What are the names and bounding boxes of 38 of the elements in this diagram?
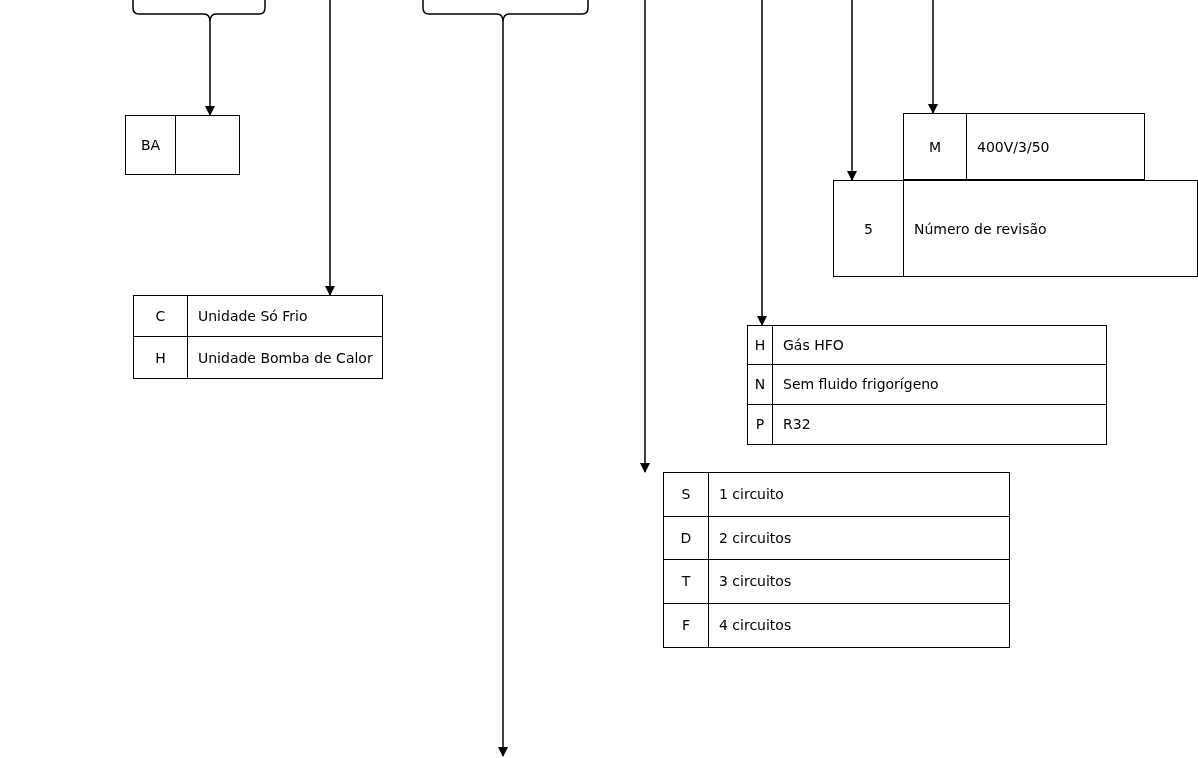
bracket — [422, 0, 589, 23]
description-text: 1 circuito — [719, 486, 784, 503]
code-letter: H — [155, 349, 166, 366]
code-letter: N — [754, 376, 766, 393]
code-letter: BA — [140, 137, 161, 153]
code-table — [833, 180, 1198, 277]
code-table — [125, 115, 240, 175]
description-text: 4 circuitos — [719, 617, 792, 634]
code-letter: F — [681, 617, 691, 634]
arrow — [498, 21, 508, 757]
arrow — [928, 0, 938, 114]
description-text: 3 circuitos — [719, 573, 792, 590]
code-table — [903, 113, 1145, 180]
description-text: Unidade Só Frio — [198, 308, 308, 324]
description-text: Sem fluido frigorígeno — [783, 376, 939, 393]
description-text: 400V/3/50 — [977, 138, 1050, 155]
code-table — [663, 472, 1010, 648]
code-letter: M — [928, 138, 942, 155]
arrow — [757, 0, 767, 326]
description-text: 2 circuitos — [719, 529, 792, 546]
code-letter: D — [680, 529, 692, 546]
code-letter: T — [681, 573, 691, 590]
arrow — [847, 0, 857, 181]
code-table — [133, 295, 383, 379]
arrow — [325, 0, 335, 296]
description-text: R32 — [783, 416, 811, 433]
arrow — [205, 21, 215, 116]
description-text: Unidade Bomba de Calor — [198, 349, 373, 366]
code-letter: 5 — [864, 220, 873, 237]
code-letter: H — [754, 337, 766, 354]
code-letter: C — [155, 308, 166, 324]
bracket — [132, 0, 266, 23]
description-text: Gás HFO — [783, 337, 844, 354]
code-table — [747, 325, 1107, 445]
description-text: Número de revisão — [914, 220, 1047, 237]
code-letter: P — [755, 416, 765, 433]
code-letter: S — [681, 486, 691, 503]
arrow — [640, 0, 650, 473]
